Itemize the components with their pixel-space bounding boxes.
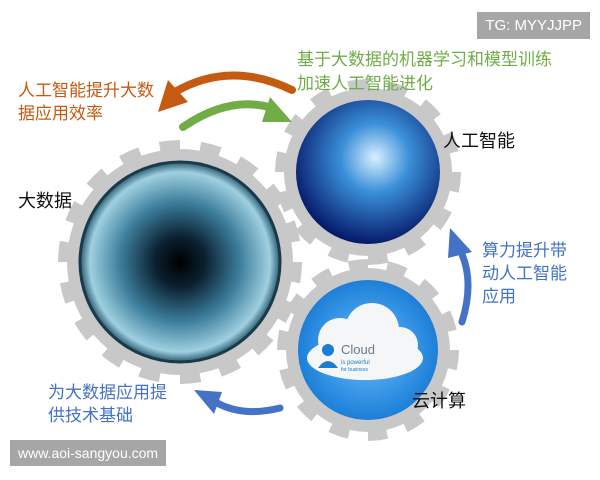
cloud-title: Cloud [341, 342, 375, 357]
user-icon [322, 344, 334, 356]
big-data-label: 大数据 [18, 191, 72, 212]
orange-arrow [171, 71, 296, 96]
bigdata-to-ai-text: 基于大数据的机器学习和模型训练加速人工智能进化 [297, 50, 552, 94]
cloud-to-bigdata-text: 为大数据应用提供技术基础 [48, 383, 167, 426]
big-data-tunnel-image [80, 162, 280, 362]
website-label: www.aoi-sangyou.com [10, 440, 167, 466]
ai-to-bigdata-text: 人工智能提升大数据应用效率 [18, 81, 154, 124]
ai-brain-image [296, 100, 440, 244]
green-arrow [179, 100, 276, 131]
blue-arrow-cloud-bigdata [208, 396, 284, 416]
cloud-shape [307, 303, 423, 380]
blue-arrow-cloud-ai [456, 246, 472, 326]
watermark: TG: MYYJJPP [477, 12, 590, 39]
cloud-line1: is powerful [341, 360, 370, 366]
ai-label: 人工智能 [443, 131, 515, 152]
cloud-line2: for business [341, 367, 368, 373]
cloud-label: 云计算 [412, 391, 466, 412]
cloud-to-ai-text: 算力提升带动人工智能应用 [482, 241, 567, 307]
